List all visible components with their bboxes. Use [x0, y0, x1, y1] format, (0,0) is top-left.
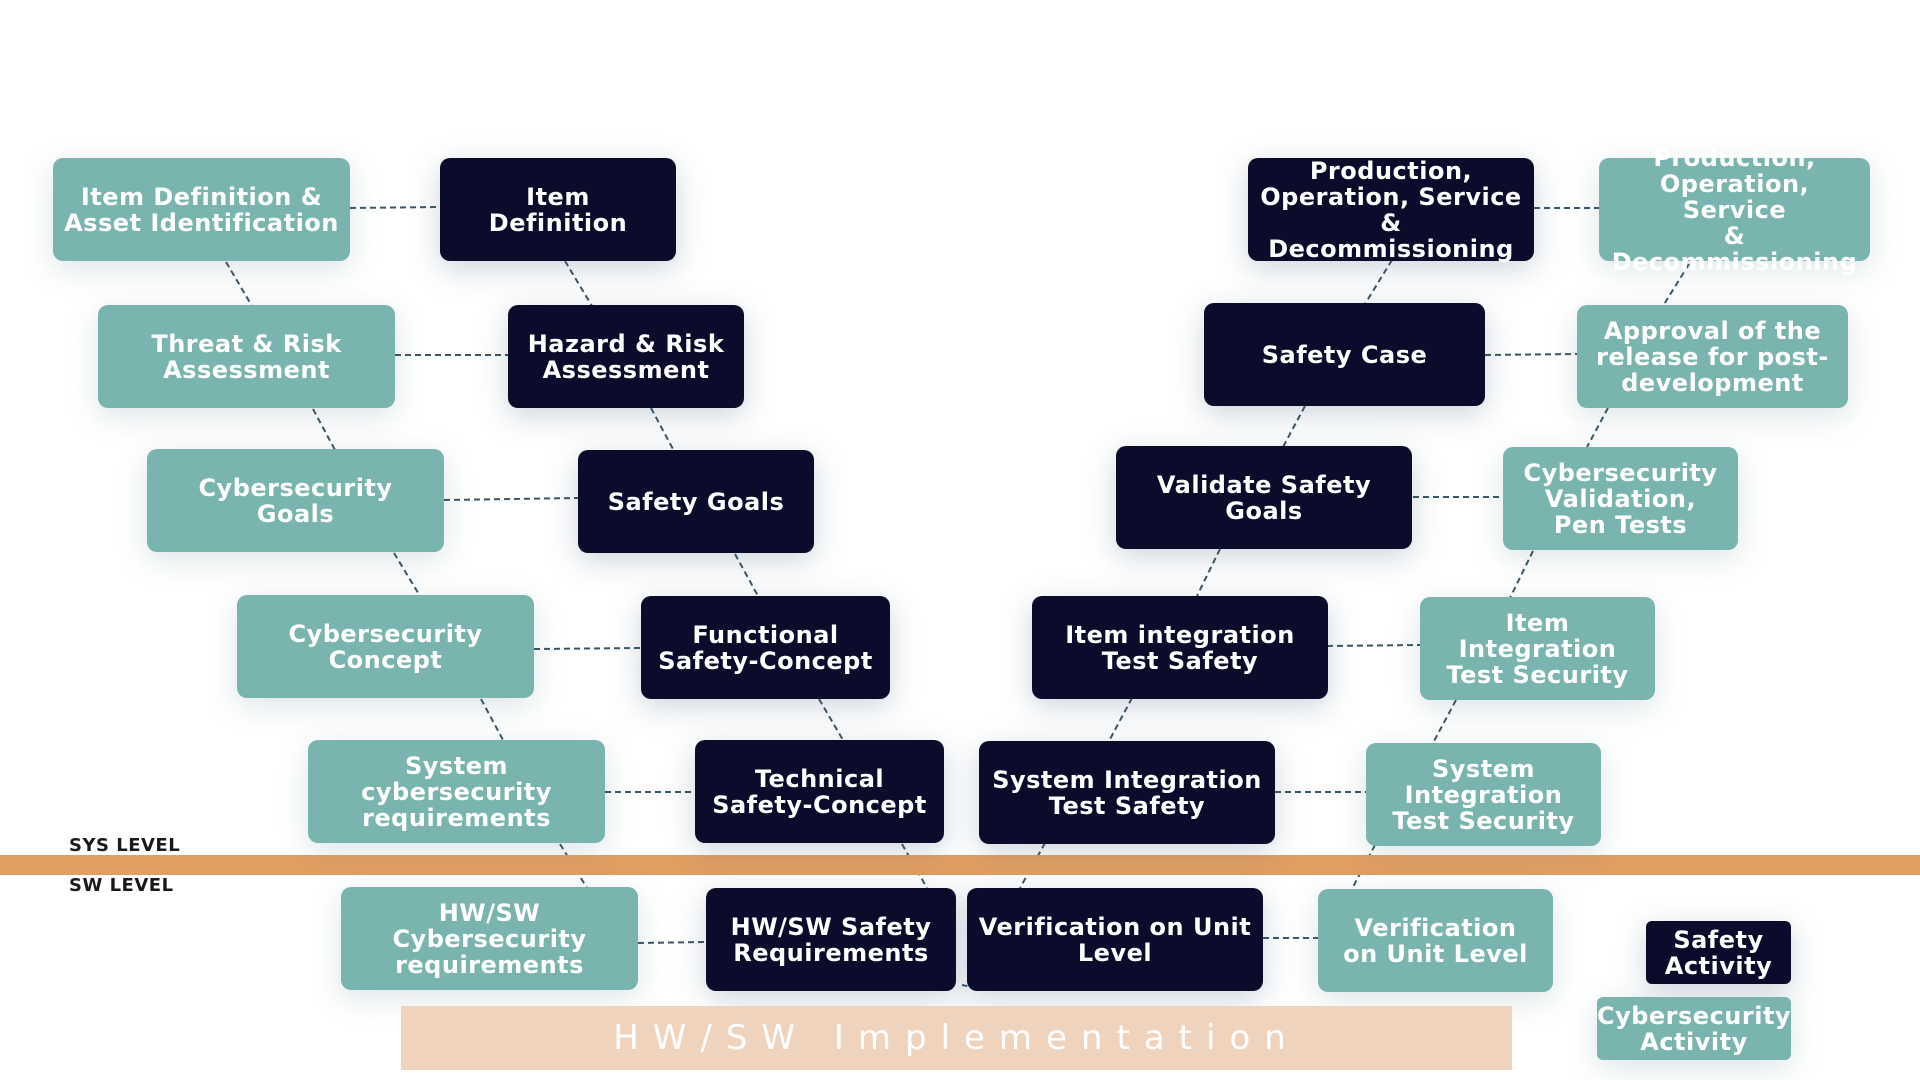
sys-level-label: SYS LEVEL: [69, 835, 181, 856]
cyber-verification-unit-level: Verification on Unit Level: [1318, 889, 1553, 992]
hw-sw-safety-requirements: HW/SW Safety Requirements: [706, 888, 956, 991]
cyber-item-definition-asset-identification: Item Definition & Asset Identification: [53, 158, 350, 261]
validate-safety-goals: Validate Safety Goals: [1116, 446, 1412, 549]
safety-verification-unit-level: Verification on Unit Level: [967, 888, 1263, 991]
legend-cybersecurity-activity: Cybersecurity Activity: [1597, 997, 1791, 1060]
safety-goals: Safety Goals: [578, 450, 814, 553]
technical-safety-concept: Technical Safety-Concept: [695, 740, 944, 843]
hw-sw-implementation-bar: HW/SW Implementation: [401, 1006, 1512, 1070]
item-integration-test-security: Item Integration Test Security: [1420, 597, 1655, 700]
system-cybersecurity-requirements: System cybersecurity requirements: [308, 740, 605, 843]
hw-sw-cybersecurity-requirements: HW/SW Cybersecurity requirements: [341, 887, 638, 990]
cybersecurity-validation-pen-tests: Cybersecurity Validation, Pen Tests: [1503, 447, 1738, 550]
item-integration-test-safety: Item integration Test Safety: [1032, 596, 1328, 699]
safety-production-operation: Production, Operation, Service & Decommi…: [1248, 158, 1534, 262]
functional-safety-concept: Functional Safety-Concept: [641, 596, 890, 699]
sw-level-label: SW LEVEL: [69, 875, 174, 896]
cybersecurity-goals: Cybersecurity Goals: [147, 449, 444, 552]
approval-release-post-development: Approval of the release for post- develo…: [1577, 305, 1848, 408]
cyber-threat-risk-assessment: Threat & Risk Assessment: [98, 305, 395, 408]
safety-item-definition: Item Definition: [440, 158, 676, 261]
cybersecurity-concept: Cybersecurity Concept: [237, 595, 534, 698]
level-divider-bar: [0, 855, 1920, 875]
system-integration-test-safety: System Integration Test Safety: [979, 741, 1275, 844]
safety-case: Safety Case: [1204, 303, 1485, 406]
system-integration-test-security: System Integration Test Security: [1366, 743, 1601, 846]
legend-safety-activity: Safety Activity: [1646, 921, 1791, 984]
cyber-production-operation: Production, Operation, Service & Decommi…: [1599, 145, 1870, 275]
safety-hazard-risk-assessment: Hazard & Risk Assessment: [508, 305, 744, 408]
